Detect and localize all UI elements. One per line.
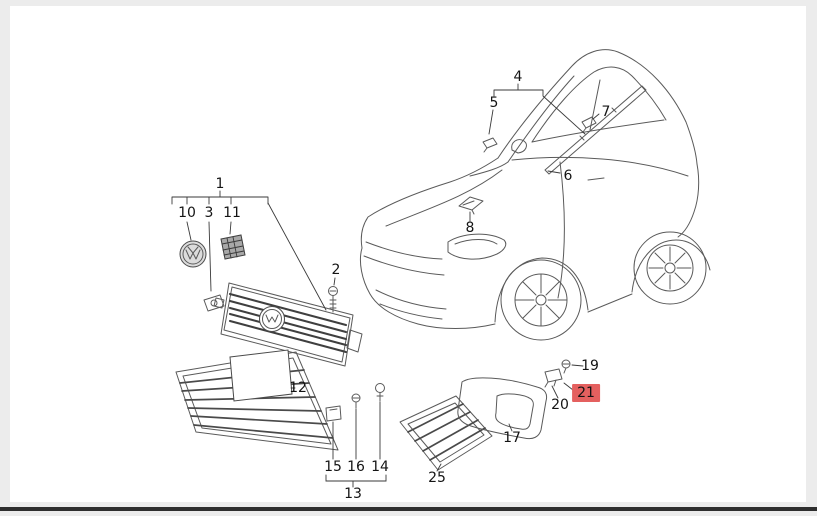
clip-part7: [581, 116, 597, 133]
callout-2[interactable]: 2: [331, 262, 341, 278]
cover-part17: [457, 377, 548, 440]
clip-part20: [544, 368, 563, 388]
bracket-part8: [458, 196, 484, 215]
window-bottom-edge: [0, 507, 817, 511]
car-illustration: [359, 49, 711, 341]
callout-7[interactable]: 7: [601, 104, 611, 120]
mesh-grille-part11: [220, 234, 246, 260]
callout-17[interactable]: 17: [503, 430, 521, 446]
callout-12[interactable]: 12: [289, 380, 307, 396]
leader-lines: [171, 83, 600, 488]
screw-part19: [561, 359, 571, 374]
callout-3[interactable]: 3: [204, 205, 214, 221]
callout-1[interactable]: 1: [215, 176, 225, 192]
callout-15[interactable]: 15: [324, 459, 342, 475]
callout-16[interactable]: 16: [347, 459, 365, 475]
center-grille-part12: [175, 349, 339, 451]
callout-6[interactable]: 6: [563, 168, 573, 184]
callout-21[interactable]: 21: [572, 384, 600, 402]
callout-5[interactable]: 5: [489, 95, 499, 111]
callout-14[interactable]: 14: [371, 459, 389, 475]
callout-8[interactable]: 8: [465, 220, 475, 236]
callout-11[interactable]: 11: [223, 205, 241, 221]
screw-part2: [328, 286, 338, 313]
callout-10[interactable]: 10: [178, 205, 196, 221]
callout-13[interactable]: 13: [344, 486, 362, 502]
fastener-part15: [325, 405, 342, 422]
callout-25[interactable]: 25: [428, 470, 446, 486]
callout-19[interactable]: 19: [581, 358, 599, 374]
trim-strip-part6: [544, 85, 647, 175]
fastener-part16: [351, 393, 361, 409]
clip-part5: [482, 137, 498, 153]
grille-assembly-part1: [213, 282, 363, 367]
emblem-part10: [179, 240, 207, 268]
diagram-canvas: [10, 6, 806, 502]
callout-4[interactable]: 4: [513, 69, 523, 85]
callout-20[interactable]: 20: [551, 397, 569, 413]
fastener-part14: [375, 383, 385, 402]
